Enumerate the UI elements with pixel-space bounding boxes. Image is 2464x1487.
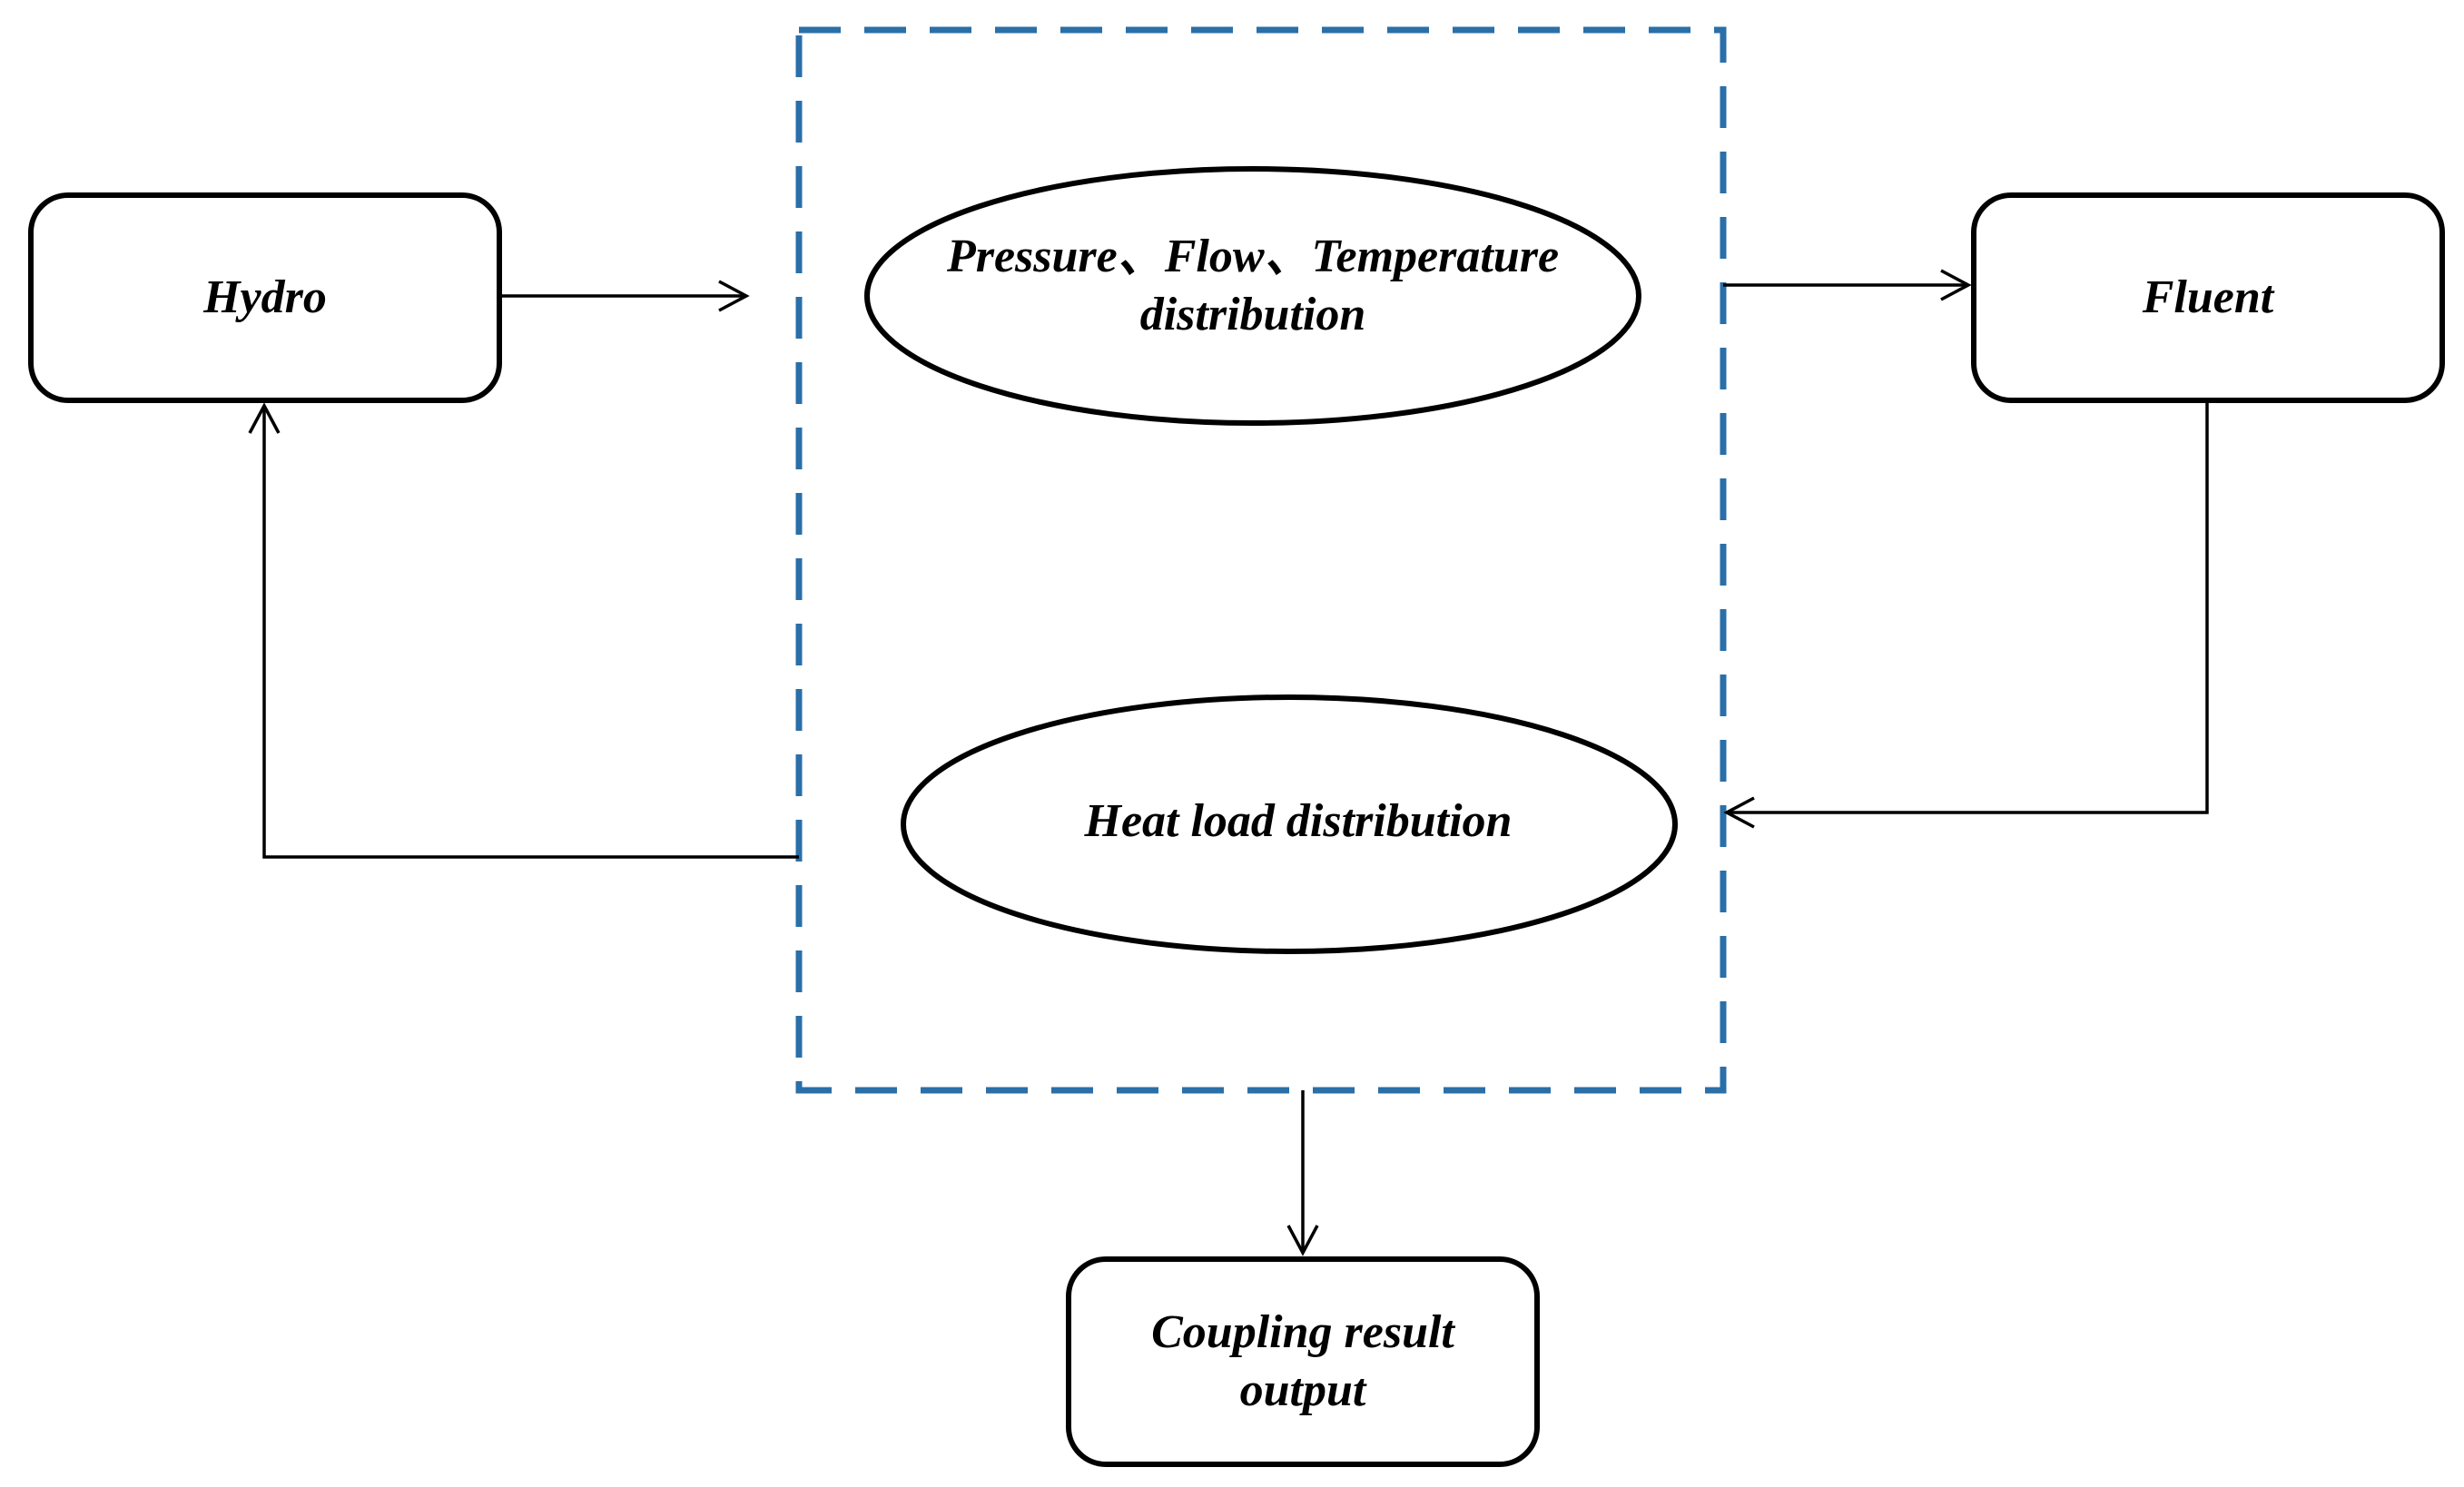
- hydro-label: Hydro: [203, 271, 327, 323]
- arrow-hydro-to-region: [502, 280, 750, 312]
- arrow-region-to-hydro: [248, 402, 799, 859]
- coupling-output-node: Coupling result output: [1066, 1256, 1540, 1467]
- heat-load-node: Heat load distribution: [912, 749, 1684, 894]
- pressure-label-line1: Pressure、Flow、Temperature: [946, 231, 1560, 282]
- fluent-label: Fluent: [2142, 271, 2274, 323]
- coupling-region: [795, 26, 1727, 1094]
- pressure-flow-temperature-node: Pressure、Flow、Temperature distribution: [876, 209, 1630, 363]
- pressure-flow-temperature-ellipse: [864, 166, 1641, 426]
- output-label-line2: output: [1239, 1364, 1366, 1416]
- heat-load-label: Heat load distribution: [1084, 795, 1513, 847]
- arrow-region-to-output: [1286, 1090, 1319, 1256]
- arrow-fluent-to-region: [1723, 403, 2209, 829]
- hydro-node: Hydro: [28, 192, 502, 403]
- fluent-node: Fluent: [1971, 192, 2445, 403]
- pressure-label-line2: distribution: [1139, 289, 1366, 340]
- arrow-region-to-fluent: [1723, 269, 1972, 301]
- output-label-line1: Coupling result: [1151, 1306, 1454, 1358]
- heat-load-ellipse: [901, 694, 1678, 954]
